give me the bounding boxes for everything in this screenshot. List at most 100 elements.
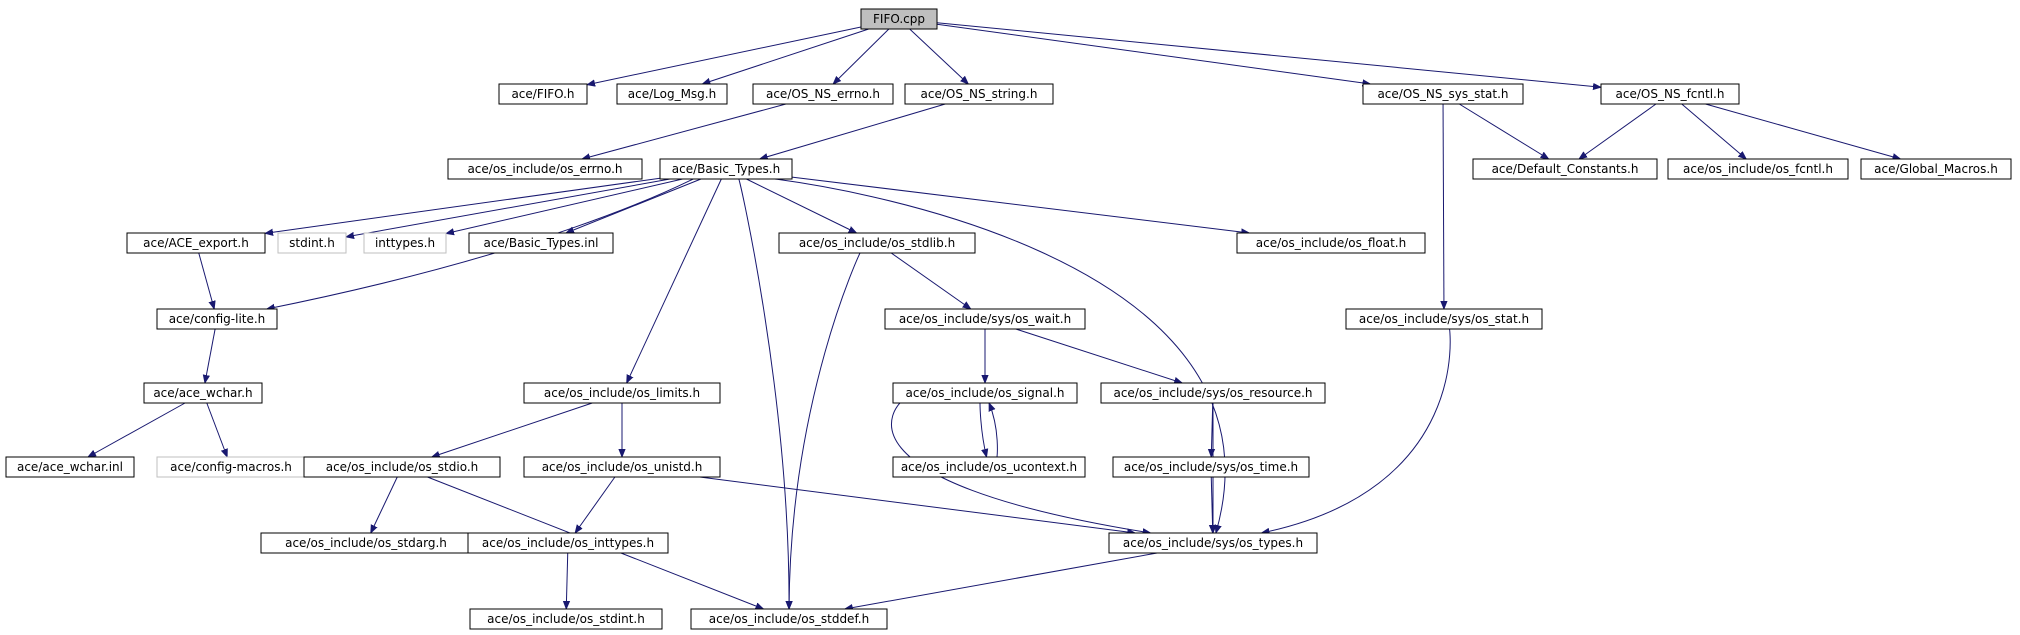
node-box[interactable] xyxy=(126,232,266,254)
node-log_msg[interactable]: ace/Log_Msg.h xyxy=(616,83,728,105)
node-os_signal[interactable]: ace/os_include/os_signal.h xyxy=(892,382,1078,404)
edge-basic_types-to-sys_os_types xyxy=(774,178,1226,533)
edge-os_unistd-to-sys_os_types xyxy=(699,476,1135,533)
node-os_fcntl[interactable]: ace/os_include/os_fcntl.h xyxy=(1667,158,1849,180)
node-box[interactable] xyxy=(523,382,721,404)
node-ns_fcntl[interactable]: ace/OS_NS_fcntl.h xyxy=(1600,83,1740,105)
edge-fifo_cpp-to-fifo_h xyxy=(587,26,862,85)
node-box[interactable] xyxy=(523,456,721,478)
node-global_macros[interactable]: ace/Global_Macros.h xyxy=(1860,158,2012,180)
node-box[interactable] xyxy=(5,456,135,478)
edge-basic_types-to-ace_export xyxy=(265,177,661,233)
node-os_ucontext[interactable]: ace/os_include/os_ucontext.h xyxy=(892,456,1086,478)
edge-sys_os_wait-to-sys_os_resource xyxy=(1015,328,1182,383)
node-ns_string[interactable]: ace/OS_NS_string.h xyxy=(904,83,1054,105)
node-label: ace/os_include/os_stdlib.h xyxy=(799,236,955,250)
node-box[interactable] xyxy=(892,456,1086,478)
edge-os_limits-to-os_stdio xyxy=(432,402,593,457)
edge-ns_errno-to-os_errno xyxy=(582,103,787,159)
node-box[interactable] xyxy=(1362,83,1524,105)
node-os_stdio[interactable]: ace/os_include/os_stdio.h xyxy=(303,456,501,478)
node-label: ace/os_include/os_limits.h xyxy=(544,386,700,400)
node-sys_os_wait[interactable]: ace/os_include/sys/os_wait.h xyxy=(884,308,1086,330)
node-box[interactable] xyxy=(1236,232,1426,254)
edge-os_unistd-to-os_inttypes xyxy=(575,476,616,533)
node-os_limits[interactable]: ace/os_include/os_limits.h xyxy=(523,382,721,404)
node-os_stdint[interactable]: ace/os_include/os_stdint.h xyxy=(469,608,663,630)
node-box[interactable] xyxy=(659,158,793,180)
node-box[interactable] xyxy=(1112,456,1310,478)
node-stdint_h[interactable]: stdint.h xyxy=(277,232,347,254)
node-os_float[interactable]: ace/os_include/os_float.h xyxy=(1236,232,1426,254)
node-box[interactable] xyxy=(277,232,347,254)
node-ace_wchar[interactable]: ace/ace_wchar.h xyxy=(143,382,263,404)
node-label: ace/ACE_export.h xyxy=(143,236,249,250)
node-fifo_h[interactable]: ace/FIFO.h xyxy=(498,83,588,105)
node-box[interactable] xyxy=(156,308,278,330)
node-config_macros[interactable]: ace/config-macros.h xyxy=(156,456,306,478)
node-box[interactable] xyxy=(447,158,643,180)
node-box[interactable] xyxy=(143,382,263,404)
node-label: ace/os_include/os_ucontext.h xyxy=(901,460,1077,474)
edge-fifo_cpp-to-ns_errno xyxy=(833,28,890,84)
node-box[interactable] xyxy=(904,83,1054,105)
edge-ns_sys_stat-to-sys_os_stat xyxy=(1443,103,1444,309)
node-inttypes_h[interactable]: inttypes.h xyxy=(363,232,447,254)
node-box[interactable] xyxy=(498,83,588,105)
node-default_constants[interactable]: ace/Default_Constants.h xyxy=(1472,158,1658,180)
node-box[interactable] xyxy=(1860,158,2012,180)
edge-os_stdlib-to-sys_os_wait xyxy=(890,252,971,309)
node-label: ace/os_include/sys/os_wait.h xyxy=(899,312,1071,326)
node-box[interactable] xyxy=(752,83,894,105)
node-box[interactable] xyxy=(884,308,1086,330)
node-box[interactable] xyxy=(1472,158,1658,180)
node-label: ace/ace_wchar.h xyxy=(153,386,252,400)
node-label: stdint.h xyxy=(289,236,335,250)
node-label: ace/os_include/os_errno.h xyxy=(467,162,622,176)
node-os_stdlib[interactable]: ace/os_include/os_stdlib.h xyxy=(778,232,976,254)
node-fifo_cpp[interactable]: FIFO.cpp xyxy=(860,8,938,30)
node-sys_os_resource[interactable]: ace/os_include/sys/os_resource.h xyxy=(1100,382,1326,404)
node-basic_types[interactable]: ace/Basic_Types.h xyxy=(659,158,793,180)
node-label: ace/OS_NS_string.h xyxy=(921,87,1038,101)
node-label: ace/OS_NS_fcntl.h xyxy=(1616,87,1725,101)
edge-ns_sys_stat-to-default_constants xyxy=(1459,103,1548,159)
edge-config_lite-to-ace_wchar xyxy=(205,328,216,383)
node-label: ace/os_include/os_stddef.h xyxy=(709,612,869,626)
node-box[interactable] xyxy=(363,232,447,254)
node-ace_export[interactable]: ace/ACE_export.h xyxy=(126,232,266,254)
node-os_unistd[interactable]: ace/os_include/os_unistd.h xyxy=(523,456,721,478)
node-box[interactable] xyxy=(690,608,888,630)
node-box[interactable] xyxy=(1100,382,1326,404)
node-sys_os_types[interactable]: ace/os_include/sys/os_types.h xyxy=(1108,532,1318,554)
node-ns_sys_stat[interactable]: ace/OS_NS_sys_stat.h xyxy=(1362,83,1524,105)
edge-os_stdio-to-os_stdarg xyxy=(371,476,398,533)
edge-os_ucontext-to-os_signal xyxy=(988,403,998,458)
node-config_lite[interactable]: ace/config-lite.h xyxy=(156,308,278,330)
node-ace_wchar_inl[interactable]: ace/ace_wchar.inl xyxy=(5,456,135,478)
node-box[interactable] xyxy=(1667,158,1849,180)
edge-ns_fcntl-to-os_fcntl xyxy=(1681,103,1747,159)
node-os_stddef[interactable]: ace/os_include/os_stddef.h xyxy=(690,608,888,630)
node-box[interactable] xyxy=(616,83,728,105)
node-sys_os_stat[interactable]: ace/os_include/sys/os_stat.h xyxy=(1345,308,1543,330)
node-box[interactable] xyxy=(303,456,501,478)
node-os_inttypes[interactable]: ace/os_include/os_inttypes.h xyxy=(467,532,669,554)
node-os_stdarg[interactable]: ace/os_include/os_stdarg.h xyxy=(260,532,472,554)
node-box[interactable] xyxy=(1345,308,1543,330)
node-box[interactable] xyxy=(467,532,669,554)
node-box[interactable] xyxy=(1108,532,1318,554)
node-os_errno[interactable]: ace/os_include/os_errno.h xyxy=(447,158,643,180)
edge-basic_types-to-config_lite xyxy=(267,178,694,309)
node-box[interactable] xyxy=(778,232,976,254)
node-ns_errno[interactable]: ace/OS_NS_errno.h xyxy=(752,83,894,105)
node-sys_os_time[interactable]: ace/os_include/sys/os_time.h xyxy=(1112,456,1310,478)
node-basic_types_inl[interactable]: ace/Basic_Types.inl xyxy=(468,232,614,254)
node-box[interactable] xyxy=(469,608,663,630)
node-box[interactable] xyxy=(1600,83,1740,105)
node-box[interactable] xyxy=(892,382,1078,404)
node-box[interactable] xyxy=(860,8,938,30)
node-label: ace/FIFO.h xyxy=(511,87,574,101)
edge-basic_types-to-basic_types_inl xyxy=(566,178,702,234)
node-box[interactable] xyxy=(468,232,614,254)
